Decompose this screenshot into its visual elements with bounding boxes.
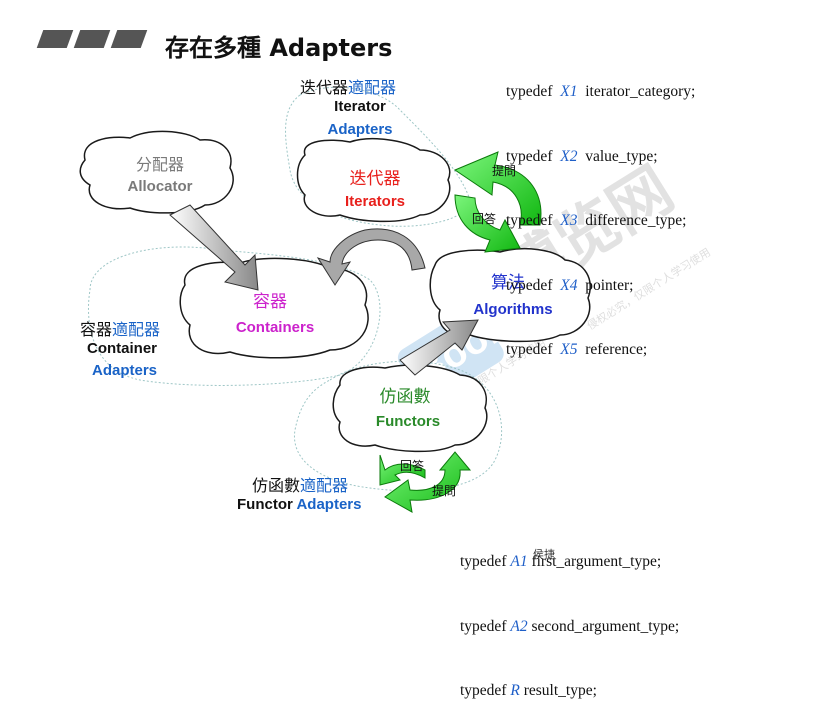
container-adapters-en1: Container bbox=[87, 340, 158, 357]
iterator-adapters-cn-prefix: 迭代器 bbox=[300, 78, 349, 97]
cloud-algorithms bbox=[429, 247, 591, 343]
arrow-label-answer-bottom: 回答 bbox=[400, 458, 424, 473]
arrow-label-answer-top: 回答 bbox=[472, 211, 496, 226]
functors-cn: 仿函數 bbox=[380, 387, 431, 407]
iterators-cn: 迭代器 bbox=[350, 169, 401, 189]
containers-cn: 容器 bbox=[253, 292, 287, 312]
green-arrow-answer-top bbox=[454, 194, 521, 253]
typedef-line: typedef X5 reference; bbox=[506, 341, 648, 358]
container-adapters-cn-suffix: 適配器 bbox=[112, 320, 161, 339]
adapter-boundaries bbox=[87, 86, 502, 492]
arrow-label-ask-bottom: 提問 bbox=[432, 483, 456, 498]
allocator-en: Allocator bbox=[127, 178, 192, 195]
typedef-line: typedef X1 iterator_category; bbox=[506, 83, 696, 100]
iterator-typedef-block: typedef X1 iterator_category; typedef X2… bbox=[506, 38, 695, 382]
iterator-adapters-cn-suffix: 適配器 bbox=[348, 78, 397, 97]
typedef-line: typedef X2 value_type; bbox=[506, 147, 658, 165]
green-arrow-answer-bottom bbox=[379, 454, 426, 486]
functor-typedef-block: typedef A1 first_argument_type; typedef … bbox=[460, 508, 679, 723]
containers-en: Containers bbox=[236, 319, 314, 336]
functor-adapters-en-line: Functor Adapters bbox=[237, 496, 361, 513]
iterator-adapters-en2: Adapters bbox=[327, 121, 393, 138]
page-title: 存在多種 Adapters bbox=[165, 34, 393, 62]
functor-adapters-en2: Adapters bbox=[296, 496, 362, 513]
functor-adapters-label: 仿函數適配器 bbox=[252, 472, 348, 496]
cloud-allocator bbox=[79, 130, 234, 214]
typedef-line: typedef R result_type; bbox=[460, 682, 597, 699]
iterator-adapters-en1: Iterator bbox=[334, 98, 386, 115]
typedef-line: typedef A1 first_argument_type; bbox=[460, 553, 662, 570]
functor-adapters-en1: Functor bbox=[237, 496, 293, 513]
functor-adapters-cn-prefix: 仿函數 bbox=[252, 476, 301, 495]
typedef-line: typedef X4 pointer; bbox=[506, 276, 634, 294]
arrow-functors-algorithms bbox=[399, 319, 479, 376]
allocator-cn: 分配器 bbox=[136, 155, 184, 174]
container-adapters-label: 容器適配器 bbox=[80, 316, 160, 340]
author-footnote: 侯捷 bbox=[533, 548, 555, 561]
typedef-line: typedef X3 difference_type; bbox=[506, 212, 687, 229]
functors-en: Functors bbox=[376, 413, 440, 430]
cloud-iterators bbox=[296, 137, 451, 223]
green-arrow-ask-bottom bbox=[384, 451, 472, 513]
algorithms-cn: 算法 bbox=[491, 273, 525, 293]
arrow-iterators-containers bbox=[316, 228, 426, 286]
algorithms-en: Algorithms bbox=[473, 301, 552, 318]
cloud-functors bbox=[332, 364, 488, 453]
container-adapters-en2: Adapters bbox=[92, 362, 158, 379]
functor-adapters-cn-suffix: 適配器 bbox=[300, 476, 349, 495]
arrow-allocator-containers bbox=[169, 204, 259, 291]
diagram-art: Boolan 博览网 侵权必究，仅限个人学习使用 侵权必究，仅限个人学习使用 bbox=[79, 86, 713, 513]
green-arrow-ask-top bbox=[453, 151, 542, 226]
cloud-shapes bbox=[79, 130, 591, 453]
iterators-en: Iterators bbox=[345, 193, 405, 210]
typedef-line: typedef A2 second_argument_type; bbox=[460, 617, 680, 635]
iterator-adapters-label: 迭代器適配器 bbox=[300, 74, 396, 98]
container-adapters-cn-prefix: 容器 bbox=[80, 320, 113, 339]
cloud-containers bbox=[179, 257, 369, 359]
arrow-label-ask-top: 提問 bbox=[492, 163, 516, 178]
